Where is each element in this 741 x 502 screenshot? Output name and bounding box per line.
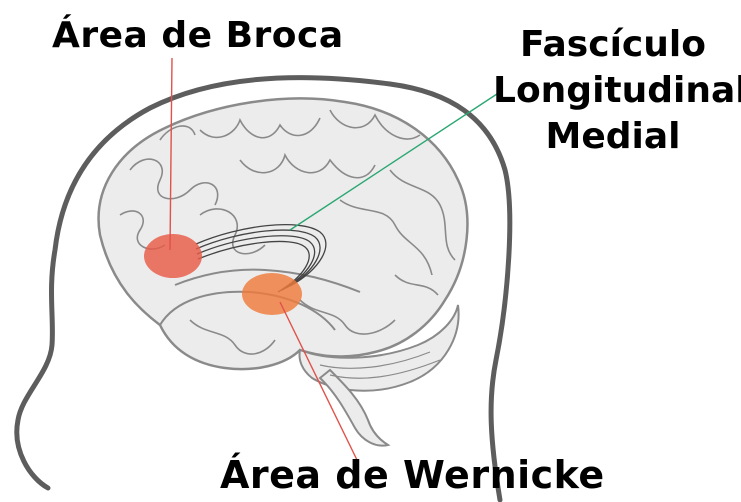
wernicke-area-highlight bbox=[242, 273, 302, 315]
broca-area-highlight bbox=[144, 234, 202, 278]
wernicke-area-label: Área de Wernicke bbox=[220, 456, 605, 494]
fasciculo-label-line-3: Medial bbox=[493, 114, 733, 160]
broca-area-label: Área de Broca bbox=[52, 18, 344, 54]
fasciculo-label-line-2: Longitudinal bbox=[493, 68, 733, 114]
fasciculo-label: Fascículo Longitudinal Medial bbox=[493, 22, 733, 160]
fasciculo-label-line-1: Fascículo bbox=[493, 22, 733, 68]
